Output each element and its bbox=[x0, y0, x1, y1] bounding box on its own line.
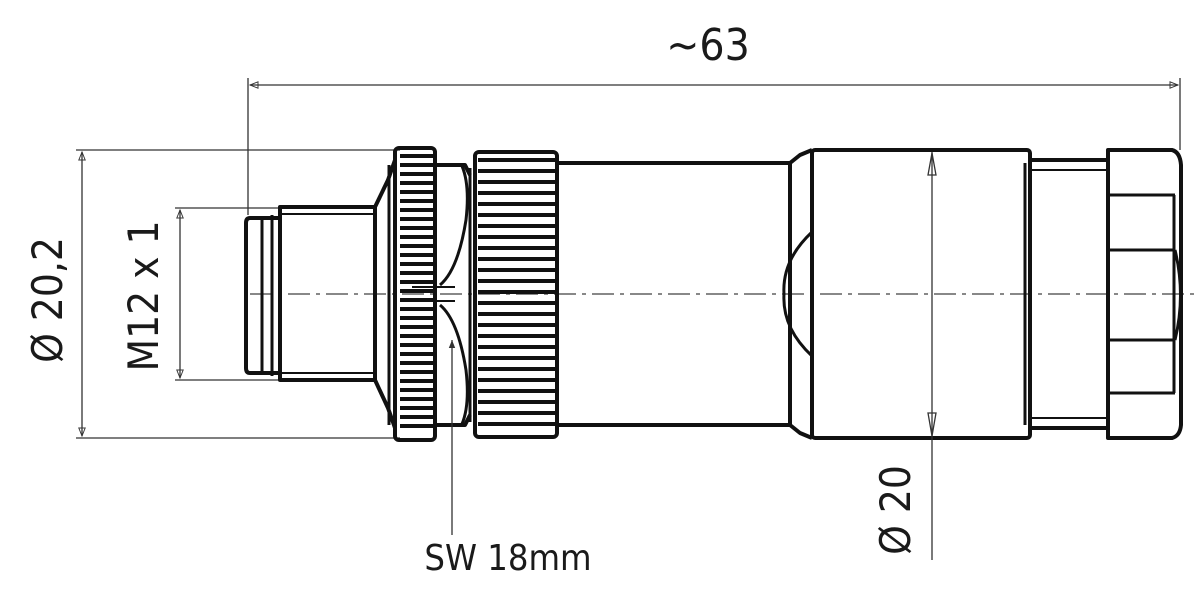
knurled-coupling-ring bbox=[393, 146, 437, 442]
cable-gland-nut bbox=[1106, 148, 1183, 440]
nut-diameter-label: Ø 20,2 bbox=[23, 237, 72, 363]
body-diameter-label: Ø 20 bbox=[871, 465, 920, 555]
connector-housing bbox=[810, 148, 1032, 440]
wrench-size-label: SW 18mm bbox=[424, 538, 591, 579]
thread-dimension: M12 x 1 bbox=[119, 207, 282, 381]
overall-length-dimension: ~63 bbox=[247, 20, 1181, 215]
wrench-size-callout: SW 18mm bbox=[424, 340, 592, 579]
knurled-nut bbox=[473, 150, 559, 439]
nut-diameter-dimension: Ø 20,2 bbox=[23, 149, 400, 439]
knurl-pattern bbox=[478, 158, 555, 426]
connector-outline bbox=[244, 146, 1183, 442]
knurl-pattern bbox=[400, 154, 433, 428]
thread-label: M12 x 1 bbox=[119, 220, 168, 371]
body-diameter-dimension: Ø 20 bbox=[871, 152, 937, 560]
overall-length-label: ~63 bbox=[666, 20, 750, 71]
